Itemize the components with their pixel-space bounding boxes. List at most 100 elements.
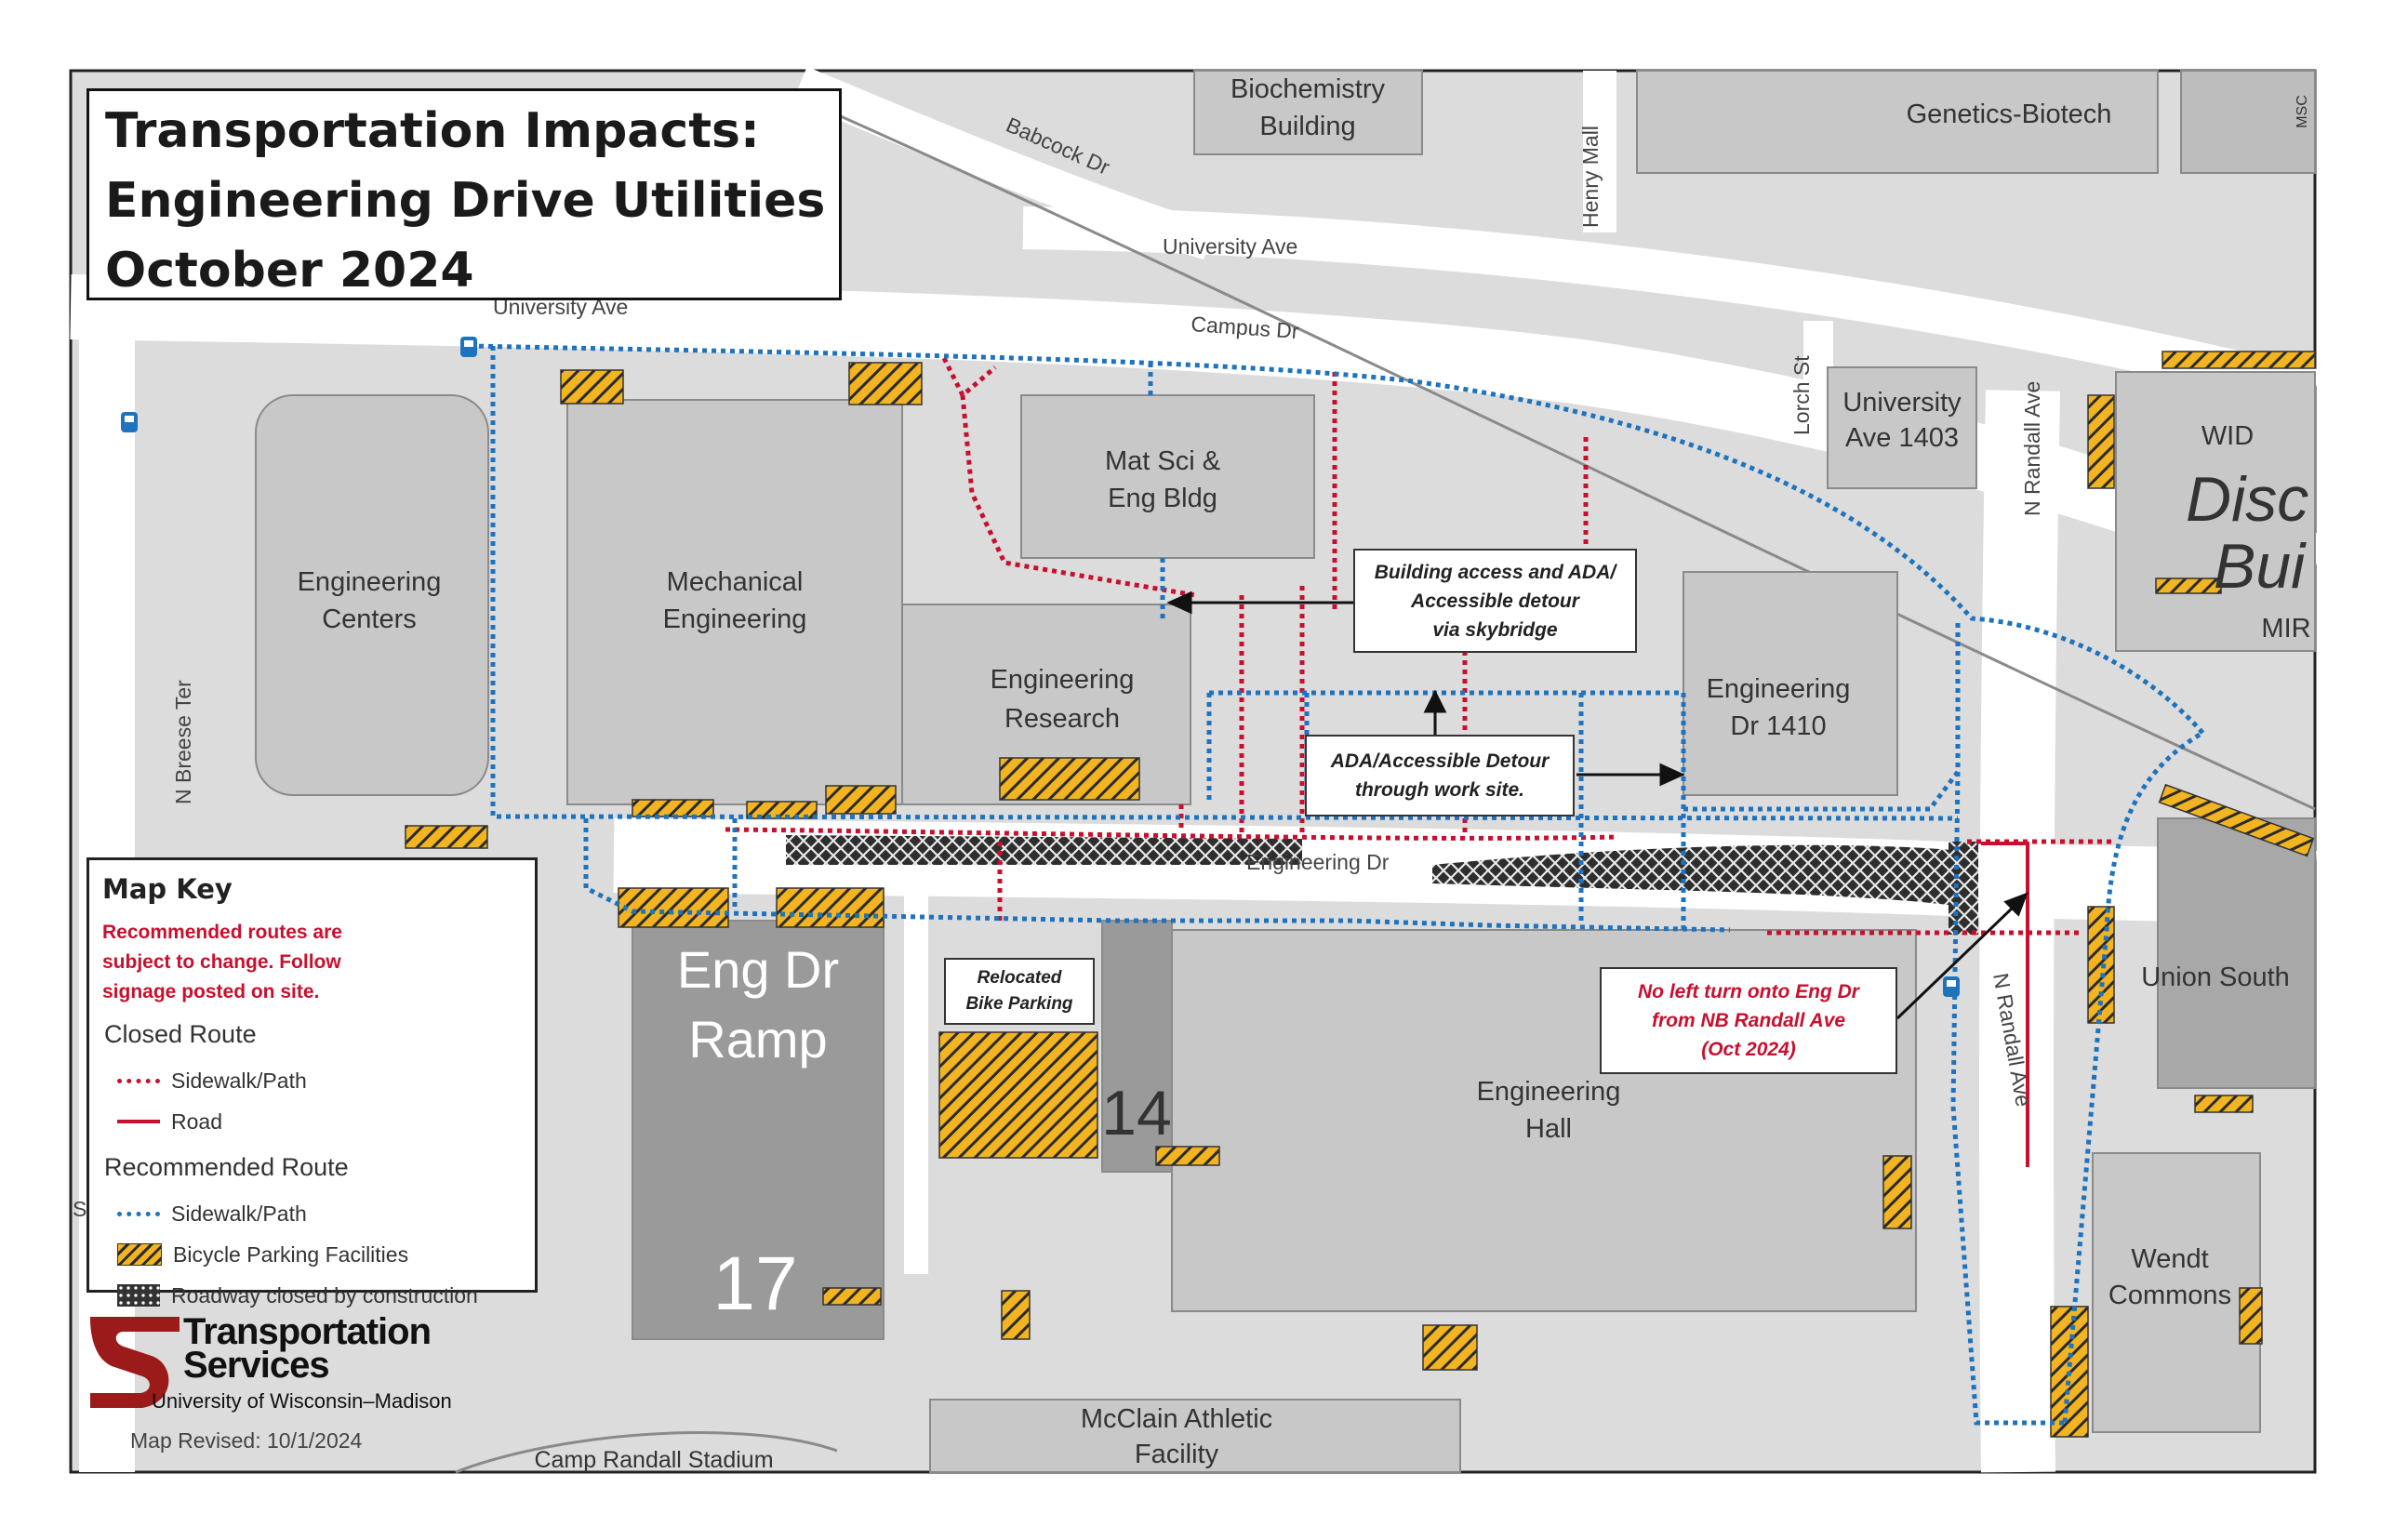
bike-parking xyxy=(560,369,624,405)
label-henry-mall: Henry Mall xyxy=(1578,126,1603,228)
key-row-closed-road: Road xyxy=(102,1101,522,1142)
roadway-closed-construction xyxy=(1949,842,1978,935)
label-mech-eng-l2: Engineering xyxy=(663,604,807,634)
callout-worksite-l2: through work site. xyxy=(1354,779,1524,801)
label-eng-centers-l2: Centers xyxy=(322,604,417,634)
bus-stop-icon[interactable] xyxy=(121,412,138,432)
label-ramp-number: 17 xyxy=(712,1241,797,1326)
callout-worksite-l1: ADA/Accessible Detour xyxy=(1330,750,1550,772)
building-wid xyxy=(2115,371,2316,652)
key-recommended-sidewalk-label: Sidewalk/Path xyxy=(171,1201,307,1226)
map-title-line-2: Engineering Drive Utilities xyxy=(105,173,826,229)
callout-worksite-detour: ADA/Accessible Detour through work site. xyxy=(1305,735,1575,816)
building-engineering-centers xyxy=(255,394,489,796)
building-msc xyxy=(2180,70,2316,174)
label-biochemistry-l2: Building xyxy=(1259,112,1355,141)
recommended-sidewalk-swatch xyxy=(117,1211,160,1216)
label-stadium: Camp Randall Stadium xyxy=(534,1447,773,1473)
bike-parking xyxy=(2155,578,2222,594)
roadway-closed-construction xyxy=(1432,844,1962,907)
randall-avenue-road xyxy=(1978,390,2060,1473)
uw-transportation-logo-icon xyxy=(89,1317,180,1408)
building-university-ave-1403 xyxy=(1827,366,1977,489)
key-row-recommended-sidewalk: Sidewalk/Path xyxy=(102,1193,522,1234)
arrow-head-right-icon xyxy=(1659,763,1685,787)
bus-stop-icon[interactable] xyxy=(460,337,477,357)
building-eng-dr-ramp xyxy=(632,920,885,1340)
camp-randall-stadium-edge xyxy=(455,1431,838,1474)
label-matsci-l1: Mat Sci & xyxy=(1105,446,1220,476)
map-key-title: Map Key xyxy=(102,873,233,905)
key-closed-road-label: Road xyxy=(171,1109,222,1134)
recommended-sidewalk xyxy=(583,818,1731,933)
building-mechanical-engineering xyxy=(566,399,903,805)
label-breese-ter: N Breese Ter xyxy=(171,680,195,804)
bike-parking xyxy=(2162,351,2316,369)
label-eng-centers-l1: Engineering xyxy=(298,567,442,597)
bike-parking xyxy=(1155,1146,1220,1166)
label-eng-dr-1410-l1: Engineering xyxy=(1707,674,1851,704)
callout-skybridge-l3: via skybridge xyxy=(1432,618,1558,641)
closed-sidewalk-swatch xyxy=(117,1078,160,1083)
map-key-note-l1: Recommended routes are xyxy=(102,922,342,943)
label-lot-number: 14 xyxy=(1101,1078,1172,1148)
key-recommended-route-heading: Recommended Route xyxy=(104,1153,349,1181)
building-mat-sci xyxy=(1020,394,1315,559)
key-bike-parking-label: Bicycle Parking Facilities xyxy=(173,1241,409,1267)
closed-road xyxy=(1981,842,2029,1167)
key-row-closed-sidewalk: Sidewalk/Path xyxy=(102,1060,522,1101)
closed-sidewalk xyxy=(725,827,1619,841)
label-biochemistry-l1: Biochemistry xyxy=(1230,74,1385,104)
bike-parking xyxy=(825,785,897,815)
logo-line-1: Transportation xyxy=(183,1311,432,1352)
label-university-ave-top: University Ave xyxy=(1163,234,1297,259)
label-disc-l2: Bui xyxy=(2214,531,2307,602)
label-wendt-l2: Commons xyxy=(2108,1281,2231,1310)
label-union-south: Union South xyxy=(2141,962,2290,992)
bike-parking xyxy=(2158,783,2315,857)
bike-parking-relocated xyxy=(938,1031,1098,1159)
bike-parking xyxy=(1882,1155,1912,1229)
bike-parking xyxy=(2239,1287,2263,1345)
bike-parking-facilities xyxy=(405,351,2316,1438)
map-key-note: Recommended routes are subject to change… xyxy=(102,918,522,1007)
bus-stop-icon[interactable] xyxy=(1943,976,1960,997)
label-eng-research-l1: Engineering xyxy=(991,665,1135,695)
logo-line-2: Services xyxy=(183,1345,330,1386)
callout-no-left-turn: No left turn onto Eng Dr from NB Randall… xyxy=(1600,967,1897,1074)
callout-bike-l1: Relocated xyxy=(977,968,1062,988)
bike-parking xyxy=(2194,1095,2254,1113)
bike-parking xyxy=(1422,1324,1478,1371)
roadway-closed-construction xyxy=(786,835,1302,865)
recommended-sidewalk xyxy=(2062,732,2201,1424)
label-randall-top: N Randall Ave xyxy=(2020,381,2044,516)
railway-track xyxy=(808,100,2316,811)
bike-parking xyxy=(848,362,923,405)
key-row-roadway-closed: Roadway closed by construction xyxy=(102,1275,522,1316)
arrow-head-up-icon xyxy=(1423,689,1447,713)
key-roadway-closed-label: Roadway closed by construction xyxy=(171,1282,478,1308)
callout-noleft-l2: from NB Randall Ave xyxy=(1651,1010,1846,1031)
bike-parking xyxy=(776,887,885,928)
arrow-head-diag-icon xyxy=(2003,892,2029,917)
label-wid: WID xyxy=(2201,421,2254,451)
label-mir: MIR xyxy=(2261,614,2310,644)
callout-skybridge: Building access and ADA/ Accessible deto… xyxy=(1353,549,1637,653)
callout-relocated-bike-parking: Relocated Bike Parking xyxy=(944,958,1095,1025)
label-eng-hall-l1: Engineering xyxy=(1477,1077,1621,1107)
label-engineering-dr: Engineering Dr xyxy=(1246,850,1390,874)
bike-parking xyxy=(2087,394,2115,489)
callout-bike-l2: Bike Parking xyxy=(965,994,1073,1014)
map-title-line-3: October 2024 xyxy=(105,243,474,299)
transportation-services-logo[interactable]: Transportation Services University of Wi… xyxy=(86,1311,459,1414)
babcock-drive-road xyxy=(792,66,1215,260)
building-engineering-dr-1410 xyxy=(1683,571,1898,796)
recommended-sidewalk xyxy=(1683,623,1961,812)
callout-skybridge-l2: Accessible detour xyxy=(1411,590,1579,612)
label-genetics-biotech: Genetics-Biotech xyxy=(1907,100,2112,129)
roads xyxy=(70,66,2327,1473)
arrow-to-randall xyxy=(1895,905,2015,1020)
label-eng-research-l2: Research xyxy=(1004,704,1120,734)
building-genetics-biotech xyxy=(1636,70,2159,174)
label-matsci-l2: Eng Bldg xyxy=(1108,484,1217,513)
